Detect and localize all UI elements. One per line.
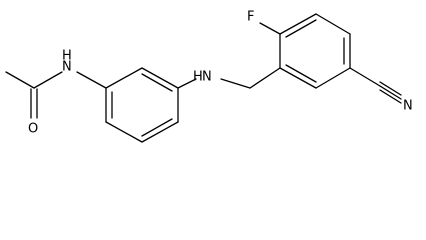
bond-carbonyl-nitrogen	[33, 71, 63, 89]
amide-nitrogen-atom-label: N	[62, 60, 72, 75]
amine-nitrogen-atom-label: N	[202, 70, 212, 85]
bond-nitrile-triple-c	[379, 89, 402, 104]
bond-ring-fluorine	[259, 22, 281, 35]
ring-b-bond-2-inner	[285, 19, 317, 38]
bond-methylene-ring	[249, 67, 281, 89]
ring-a-bond-5	[141, 67, 179, 89]
ring-a-bond-5-inner	[141, 73, 173, 92]
ring-b-bond-3	[315, 13, 351, 35]
bond-amide-nitrogen-ring	[76, 71, 107, 89]
ring-b-bond-5	[315, 67, 351, 89]
oxygen-atom-label: O	[28, 122, 38, 137]
nitrile-nitrogen-atom-label: N	[403, 99, 413, 114]
ring-b-bond-6	[279, 67, 317, 89]
ring-a-bond-6	[105, 67, 143, 89]
ring-b-bond-2	[279, 13, 317, 35]
ring-a-bond-3	[141, 121, 179, 143]
ring-a-bond-2	[105, 121, 143, 143]
ring-a-bond-3-inner	[141, 118, 173, 137]
ring-b-bond-6-inner	[285, 64, 317, 83]
bond-nitrile-triple-a	[379, 81, 402, 96]
bond-amine-nitrogen-methylene	[220, 78, 251, 89]
bond-ring-nitrile-carbon	[349, 67, 381, 87]
amine-hydrogen-atom-label: H	[193, 70, 203, 85]
bond-methyl-carbonyl	[5, 71, 35, 89]
chemical-structure-diagram: O N H N H F N	[5, 10, 413, 143]
fluorine-atom-label: F	[247, 10, 254, 25]
amide-hydrogen-atom-label: H	[62, 49, 72, 64]
bond-ring-amine-nitrogen	[177, 78, 197, 89]
bond-nitrile-triple-b	[379, 85, 402, 100]
